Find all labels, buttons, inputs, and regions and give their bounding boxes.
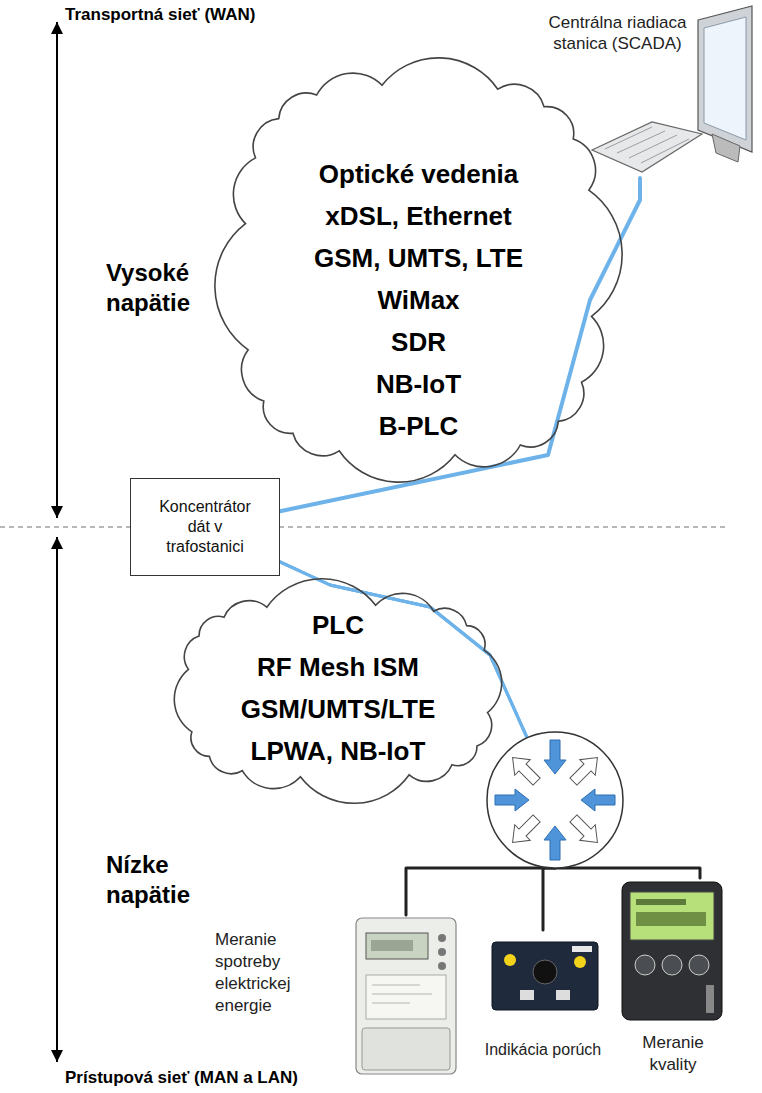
electricity-meter	[356, 918, 456, 1074]
computer-icon-part	[704, 17, 746, 140]
technology-name: SDR	[391, 321, 446, 363]
technology-name: RF Mesh ISM	[257, 646, 419, 688]
computer-icon-part	[641, 139, 689, 163]
electricity-meter-part	[362, 1028, 450, 1070]
station-label: Centrálna riadiaca stanica (SCADA)	[530, 12, 705, 55]
technology-name: GSM/UMTS/LTE	[241, 688, 436, 730]
power-quality-meter-part	[622, 882, 722, 1020]
electricity-meter-part	[371, 940, 413, 951]
electricity-meter-part	[356, 918, 456, 1074]
electricity-meter-part	[438, 948, 446, 956]
hub-icon-part	[495, 789, 529, 811]
technology-name: Optické vedenia	[319, 153, 518, 195]
voltage-level-label: Prístupová sieť (MAN a LAN)	[65, 1067, 298, 1088]
power-quality-meter-part	[662, 955, 682, 975]
technology-name: NB-IoT	[376, 363, 461, 405]
hub-icon-part	[544, 826, 566, 860]
power-quality-meter-part	[636, 899, 686, 905]
fault-indicator-part	[572, 946, 592, 952]
technology-name: xDSL, Ethernet	[325, 195, 511, 237]
voltage-level-label: Transportná sieť (WAN)	[65, 4, 255, 25]
hub-icon-part	[566, 750, 606, 790]
electricity-meter-part	[372, 985, 420, 986]
fault-indicator-part	[533, 960, 557, 984]
device-label: Indikácia porúch	[485, 1040, 602, 1060]
technology-name: LPWA, NB-IoT	[251, 730, 426, 772]
electricity-meter-part	[372, 994, 432, 995]
computer-icon-part	[712, 134, 740, 162]
hub-icon-part	[487, 732, 623, 868]
hub-icon-part	[544, 826, 566, 860]
power-quality-meter-part	[635, 955, 655, 975]
voltage-divider-line	[0, 526, 725, 528]
hub-icon-part	[505, 750, 545, 790]
electricity-meter-part	[366, 933, 428, 959]
technology-name: B-PLC	[379, 405, 458, 447]
network-cloud: Optické vedeniaxDSL, EthernetGSM, UMTS, …	[225, 65, 612, 475]
network-cloud: PLCRF Mesh ISMGSM/UMTS/LTELPWA, NB-IoT	[168, 585, 508, 797]
concentrator-box: Koncentrátor dát v trafostanici	[130, 478, 280, 576]
fault-indicator	[492, 942, 598, 1010]
device-node: Indikácia porúch	[476, 930, 610, 1062]
power-quality-meter-part	[636, 912, 706, 926]
hub-icon-part	[566, 811, 606, 851]
hub-icon-part	[505, 750, 545, 790]
concentrator-label: Koncentrátor dát v trafostanici	[153, 497, 258, 557]
electricity-meter-part	[372, 1003, 410, 1004]
hub-icon-part	[544, 740, 566, 774]
hub-icon-part	[495, 789, 529, 811]
level-arrows	[57, 22, 58, 1062]
hub-icon	[487, 732, 623, 868]
hub-icon-part	[544, 740, 566, 774]
device-node: Meranie kvality	[614, 878, 732, 1078]
hub-icon-part	[581, 789, 615, 811]
hub-icon-part	[581, 789, 615, 811]
level-arrow	[56, 22, 58, 518]
electricity-meter-part	[438, 962, 446, 970]
computer-icon-part	[592, 122, 702, 172]
fault-indicator-part	[556, 990, 570, 1000]
fault-indicator-part	[492, 942, 598, 1010]
technology-name: GSM, UMTS, LTE	[314, 237, 523, 279]
computer-icon-part	[605, 127, 652, 149]
fault-indicator-part	[520, 990, 534, 1000]
station-node: Centrálna riadiaca stanica (SCADA)	[530, 8, 755, 178]
voltage-level-label: Vysoké napätie	[106, 258, 221, 318]
hub-icon-part	[566, 750, 606, 790]
power-quality-meter-part	[630, 892, 714, 940]
connector	[280, 178, 640, 511]
power-quality-meter-part	[706, 985, 714, 1013]
computer-icon-part	[698, 6, 752, 152]
cloud-outline	[174, 579, 501, 804]
power-quality-meter-part	[689, 955, 709, 975]
device-label: Meranie kvality	[628, 1032, 718, 1076]
level-arrow	[56, 537, 58, 1062]
technology-name: WiMax	[377, 279, 459, 321]
hub-icon-part	[505, 811, 545, 851]
electricity-meter-part	[438, 934, 446, 942]
power-quality-meter	[622, 882, 722, 1020]
hub-icon-part	[505, 811, 545, 851]
computer-icon-part	[617, 131, 665, 153]
voltage-level-label: Nízke napätie	[106, 850, 221, 910]
hub-icon-part	[566, 811, 606, 851]
computer-icon-part	[629, 135, 677, 158]
device-label: Meranie spotreby elektrickej energie	[215, 929, 327, 1017]
technology-name: PLC	[312, 604, 364, 646]
device-node: Meranie spotreby elektrickej energie	[212, 915, 462, 1078]
electricity-meter-part	[366, 975, 446, 1019]
fault-indicator-part	[574, 956, 586, 968]
cloud-outline	[215, 58, 622, 482]
fault-indicator-part	[504, 954, 516, 966]
